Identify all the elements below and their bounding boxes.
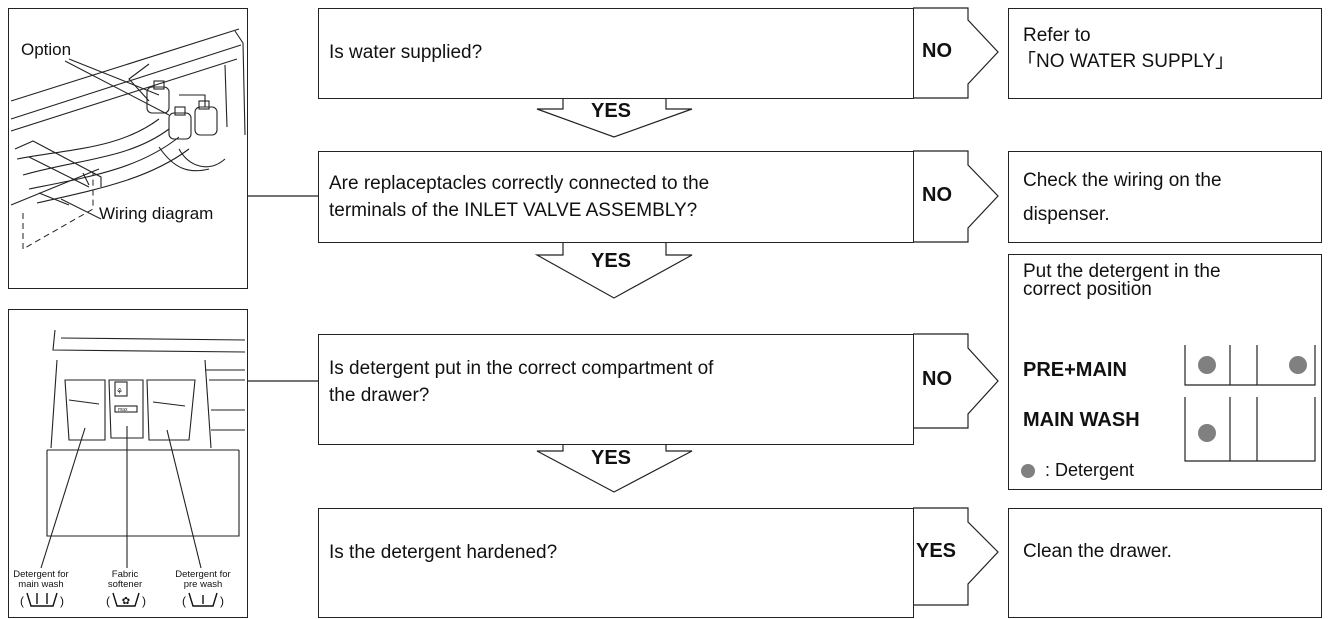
- question-box-3: Is detergent put in the correct compartm…: [318, 334, 914, 445]
- label-detergent-pre-2: pre wash: [184, 579, 223, 590]
- result-text-3-title-line1: Put the detergent in the: [1023, 261, 1221, 282]
- question-box-4: Is the detergent hardened?: [318, 508, 914, 618]
- result-text-4: Clean the drawer.: [1023, 541, 1172, 562]
- result-text-2-line1: Check the wiring on the: [1023, 170, 1222, 191]
- dot-main-wash-1: [1198, 424, 1216, 442]
- row-label-main-wash: MAIN WASH: [1023, 409, 1140, 431]
- softener-symbol-mini: ⚘: [116, 387, 123, 396]
- figure-detergent-drawer: ⚘ max Detergent for main wash Fabric sof…: [8, 309, 248, 618]
- arrow-right-3: [913, 333, 999, 429]
- no-label-1: NO: [922, 40, 952, 62]
- result-text-3-title: Put the detergent in the correct positio…: [1023, 261, 1221, 300]
- pre-wash-symbol-icon: [188, 592, 218, 607]
- question-box-2: Are replaceptacles correctly connected t…: [318, 151, 914, 243]
- result-box-4: Clean the drawer.: [1008, 508, 1322, 618]
- yes-label-1: YES: [591, 100, 632, 122]
- compartment-main-wash-outline: [1184, 397, 1316, 462]
- question-text-2-line2: terminals of the INLET VALVE ASSEMBLY?: [329, 200, 698, 221]
- max-label-mini: max: [118, 407, 128, 413]
- label-detergent-pre-1: Detergent for: [175, 569, 230, 580]
- arrow-down-1: [536, 98, 693, 138]
- arrow-right-4: [913, 507, 999, 606]
- svg-text:): ): [60, 594, 64, 608]
- label-option: Option: [21, 40, 72, 59]
- result-text-1-line2: 「NO WATER SUPPLY」: [1017, 51, 1235, 72]
- svg-text:): ): [142, 594, 146, 608]
- legend-dot: [1021, 464, 1035, 478]
- label-detergent-main-2: main wash: [18, 579, 63, 590]
- dot-pre-main-1: [1198, 356, 1216, 374]
- question-text-3: Is detergent put in the correct compartm…: [329, 355, 713, 409]
- svg-text:(: (: [182, 594, 186, 608]
- no-label-2: NO: [922, 184, 952, 206]
- question-text-4: Is the detergent hardened?: [329, 542, 558, 563]
- arrow-right-1: [913, 7, 999, 99]
- softener-flower-icon: ✿: [122, 596, 130, 607]
- main-wash-symbol-icon: [26, 592, 58, 607]
- question-text-3-line1: Is detergent put in the correct compartm…: [329, 358, 714, 379]
- question-text-1: Is water supplied?: [329, 42, 483, 63]
- question-text-3-line2: the drawer?: [329, 385, 430, 406]
- yes-label-2: YES: [591, 250, 632, 272]
- dot-pre-main-2: [1289, 356, 1307, 374]
- label-detergent-main-1: Detergent for: [13, 569, 68, 580]
- compartment-pre-main-outline: [1184, 345, 1316, 386]
- result-text-1-line1: Refer to: [1023, 25, 1091, 46]
- label-fabric-1: Fabric: [112, 569, 139, 580]
- no-label-3: NO: [922, 368, 952, 390]
- result-text-1: Refer to 「NO WATER SUPPLY」: [1017, 23, 1234, 75]
- svg-text:(: (: [106, 594, 110, 608]
- result-text-2: Check the wiring on the dispenser.: [1023, 164, 1222, 232]
- arrow-right-2: [913, 150, 999, 243]
- row-label-pre-main: PRE+MAIN: [1023, 359, 1127, 381]
- arrow-down-3: [536, 444, 693, 493]
- question-box-1: Is water supplied?: [318, 8, 914, 99]
- arrow-down-2: [534, 242, 693, 299]
- label-fabric-2: softener: [108, 579, 142, 590]
- question-text-2-line1: Are replaceptacles correctly connected t…: [329, 173, 710, 194]
- yes-label-4: YES: [916, 540, 957, 562]
- fabric-softener-symbol-icon: [112, 592, 140, 607]
- yes-label-3: YES: [591, 447, 632, 469]
- svg-text:(: (: [20, 594, 24, 608]
- compartment-diagrams: [1021, 345, 1316, 478]
- result-box-2: Check the wiring on the dispenser.: [1008, 151, 1322, 243]
- result-text-3-title-line2: correct position: [1023, 279, 1152, 300]
- legend-text: : Detergent: [1045, 460, 1135, 480]
- drawer-illustration: ⚘ max Detergent for main wash Fabric sof…: [13, 329, 246, 608]
- result-text-2-line2: dispenser.: [1023, 204, 1110, 225]
- question-text-2: Are replaceptacles correctly connected t…: [329, 170, 709, 224]
- figure-inlet-valve: Option Wiring diagram: [8, 8, 248, 289]
- inlet-valve-illustration: [10, 28, 246, 250]
- label-wiring-diagram: Wiring diagram: [99, 204, 214, 223]
- result-box-1: Refer to 「NO WATER SUPPLY」: [1008, 8, 1322, 99]
- svg-text:): ): [220, 594, 224, 608]
- result-box-3: Put the detergent in the correct positio…: [1008, 254, 1322, 490]
